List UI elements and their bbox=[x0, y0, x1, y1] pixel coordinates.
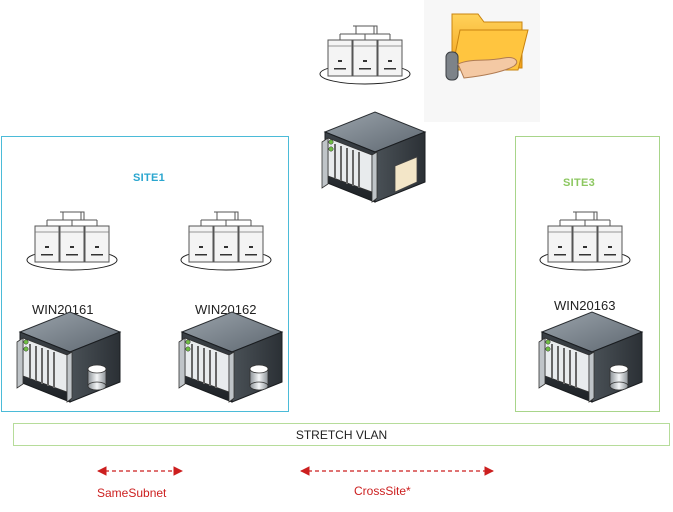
cluster-icon bbox=[180, 211, 272, 271]
node-label-win20162: WIN20162 bbox=[195, 302, 257, 317]
cluster-icon bbox=[26, 211, 118, 271]
file-share-witness-icon bbox=[424, 0, 540, 122]
server-storage-icon bbox=[16, 311, 121, 403]
cluster-icon bbox=[319, 25, 411, 85]
same-subnet-label: SameSubnet bbox=[97, 486, 167, 500]
site3-title: SITE3 bbox=[563, 177, 596, 189]
stretch-vlan-label: STRETCH VLAN bbox=[295, 427, 388, 442]
server-icon bbox=[321, 111, 426, 203]
cross-site-arrow bbox=[300, 466, 494, 476]
same-subnet-arrow bbox=[97, 466, 183, 476]
server-storage-icon bbox=[178, 311, 283, 403]
cross-site-label: CrossSite* bbox=[354, 484, 411, 498]
node-label-win20161: WIN20161 bbox=[32, 302, 94, 317]
node-label-win20163: WIN20163 bbox=[554, 298, 616, 313]
stretch-vlan-bar: STRETCH VLAN bbox=[13, 423, 670, 446]
site3-box bbox=[515, 136, 660, 412]
server-storage-icon bbox=[538, 311, 643, 403]
cluster-icon bbox=[539, 211, 631, 271]
site1-title: SITE1 bbox=[133, 172, 166, 184]
site1-box bbox=[1, 136, 289, 412]
